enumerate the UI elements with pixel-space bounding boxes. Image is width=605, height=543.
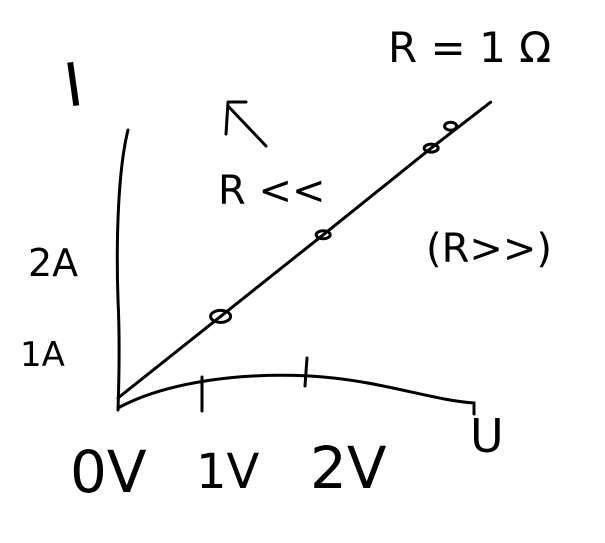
y-axis-label: I xyxy=(60,50,87,122)
data-point xyxy=(422,142,440,154)
x-axis xyxy=(116,373,476,416)
y-tick-label-1a: 1A xyxy=(20,335,65,375)
plot-area xyxy=(116,100,493,400)
x-tick-label-1v: 1V xyxy=(196,444,260,500)
x-tick-2v xyxy=(303,356,309,388)
data-point xyxy=(443,120,459,132)
annotation-r-small: R << xyxy=(218,168,326,214)
x-tick-label-2v: 2V xyxy=(310,434,387,502)
chart-title: R = 1 Ω xyxy=(388,23,551,72)
data-point xyxy=(209,308,233,324)
data-point xyxy=(314,229,332,241)
y-tick-label-2a: 2A xyxy=(28,241,78,285)
annotation-r-large: (R>>) xyxy=(426,226,552,272)
arrow-icon xyxy=(224,100,268,148)
series-line xyxy=(116,100,493,400)
y-axis xyxy=(115,128,130,412)
x-tick-label-0v: 0V xyxy=(70,438,147,506)
x-axis-label: U xyxy=(470,409,504,463)
